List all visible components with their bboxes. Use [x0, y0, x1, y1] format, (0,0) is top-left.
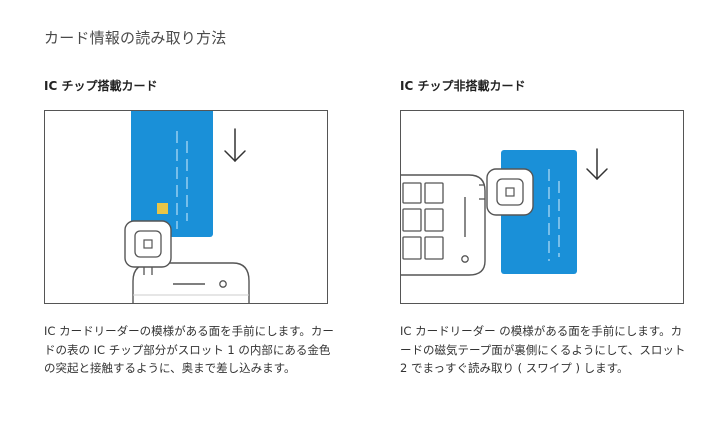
- square-reader-icon: [124, 220, 172, 275]
- section-title-non-ic-chip: IC チップ非搭載カード: [400, 79, 526, 93]
- square-reader-icon: [479, 168, 534, 216]
- non-ic-chip-illustration: [400, 110, 684, 304]
- down-arrow-icon: [224, 128, 246, 163]
- section-description-non-ic-chip: IC カードリーダー の模様がある面を手前にします。カードの磁気テープ面が裏側に…: [400, 324, 686, 375]
- ic-chip-illustration: [44, 110, 328, 304]
- down-arrow-icon: [586, 148, 608, 181]
- card-illustration: [131, 111, 213, 237]
- section-title-ic-chip: IC チップ搭載カード: [44, 79, 158, 93]
- section-description-ic-chip: IC カードリーダーの模様がある面を手前にします。カードの表の IC チップ部分…: [44, 324, 334, 375]
- ic-chip-icon: [157, 203, 168, 214]
- page-title: カード情報の読み取り方法: [44, 29, 227, 47]
